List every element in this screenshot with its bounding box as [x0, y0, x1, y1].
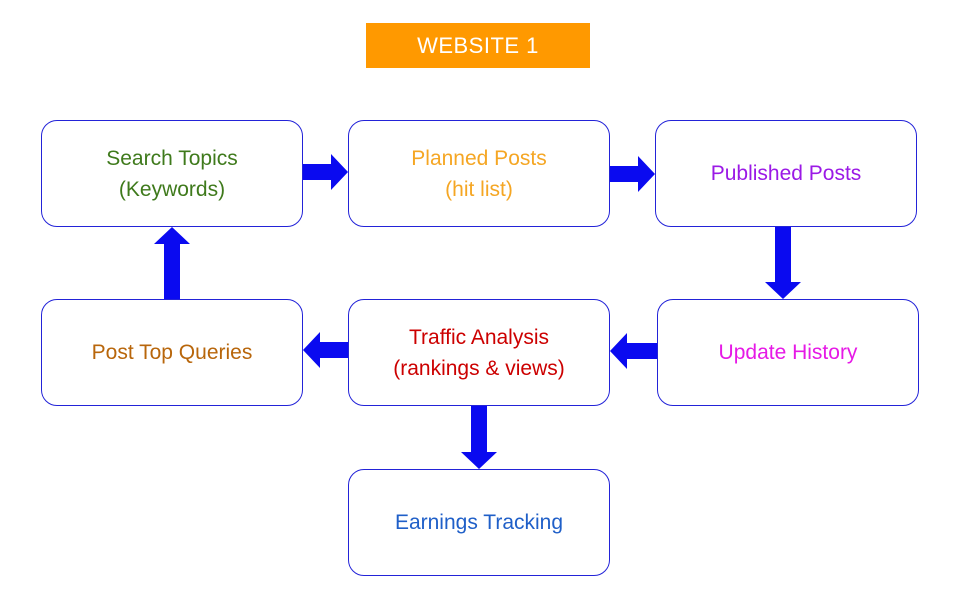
- node-update-history-line1: Update History: [718, 341, 858, 364]
- node-traffic-analysis-line2: (rankings & views): [393, 356, 565, 380]
- arrow-traffic-to-posttop: [303, 332, 348, 368]
- node-search-topics-line1: Search Topics: [106, 146, 238, 170]
- node-earnings-tracking: Earnings Tracking: [348, 469, 610, 576]
- node-post-top-queries: Post Top Queries: [41, 299, 303, 406]
- arrow-published-to-update: [765, 227, 801, 299]
- diagram-title: WEBSITE 1: [366, 23, 590, 68]
- node-post-top-queries-line1: Post Top Queries: [91, 341, 253, 364]
- node-published-posts: Published Posts: [655, 120, 917, 227]
- node-traffic-analysis: Traffic Analysis (rankings & views): [348, 299, 610, 406]
- node-planned-posts-line2: (hit list): [445, 177, 513, 201]
- node-published-posts-line1: Published Posts: [710, 162, 862, 185]
- node-update-history: Update History: [657, 299, 919, 406]
- node-planned-posts-line1: Planned Posts: [411, 146, 547, 170]
- arrow-search-to-planned: [303, 154, 348, 190]
- diagram-title-text: WEBSITE 1: [417, 32, 539, 58]
- node-search-topics-line2: (Keywords): [118, 177, 226, 201]
- arrow-posttop-to-search: [154, 227, 190, 299]
- node-traffic-analysis-line1: Traffic Analysis: [408, 325, 550, 349]
- node-earnings-tracking-line1: Earnings Tracking: [394, 511, 564, 534]
- node-planned-posts: Planned Posts (hit list): [348, 120, 610, 227]
- arrow-planned-to-published: [610, 156, 655, 192]
- node-search-topics: Search Topics (Keywords): [41, 120, 303, 227]
- arrow-update-to-traffic: [610, 333, 657, 369]
- arrow-traffic-to-earnings: [461, 406, 497, 469]
